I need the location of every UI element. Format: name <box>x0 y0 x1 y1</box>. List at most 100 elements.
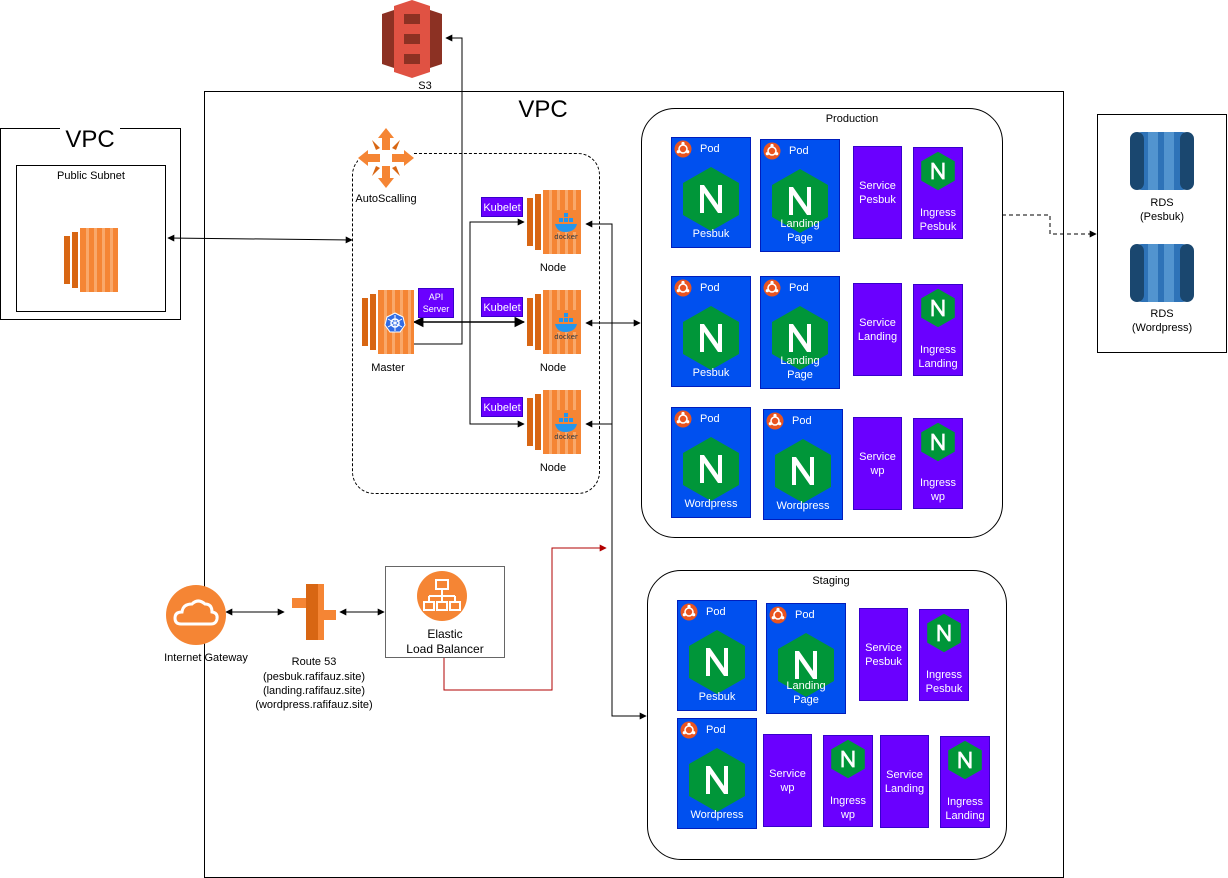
service-label-1: Service <box>859 179 896 192</box>
rds-pesbuk-icon <box>1128 126 1196 196</box>
service-label-2: Landing <box>857 330 898 343</box>
ingress-label-1: Ingress <box>919 477 957 489</box>
pod-name-line1: Landing <box>780 355 820 367</box>
prod-pod-wordpress-1: Pod Wordpress <box>671 407 751 518</box>
prod-ingress-wp: Ingress wp <box>913 418 963 509</box>
ingress-label-2: wp <box>930 491 946 503</box>
production-namespace <box>641 108 1003 538</box>
nginx-icon <box>681 166 741 232</box>
rds-pesbuk-line1: RDS <box>1150 197 1174 209</box>
nginx-icon <box>776 632 836 698</box>
public-subnet-label: Public Subnet <box>57 170 125 182</box>
svg-text:docker: docker <box>554 233 578 241</box>
pod-title: Pod <box>700 282 720 294</box>
pod-name-line1: Landing <box>780 218 820 230</box>
api-server-box: API Server <box>418 288 454 318</box>
node-1-label: Node <box>539 262 567 274</box>
autoscaling-group <box>352 153 600 494</box>
ec2-icon <box>64 226 118 294</box>
s3-label: S3 <box>418 80 432 92</box>
pod-name-line2: Page <box>787 232 813 244</box>
staging-title: Staging <box>812 575 850 587</box>
nginx-icon <box>920 288 956 328</box>
staging-namespace <box>647 570 1007 860</box>
service-label-1: Service <box>865 641 902 654</box>
nginx-icon <box>687 629 747 695</box>
ingress-label-2: Landing <box>945 810 985 822</box>
kubelet-3: Kubelet <box>481 397 523 417</box>
api-server-label: API Server <box>422 292 450 314</box>
pod-title: Pod <box>789 145 809 157</box>
ingress-label-1: Ingress <box>946 796 984 808</box>
route53-domain-3: (wordpress.rafifauz.site) <box>255 699 373 711</box>
nginx-icon <box>681 436 741 502</box>
pod-name: Pesbuk <box>692 367 730 379</box>
rds-pesbuk-line2: (Pesbuk) <box>1139 211 1185 223</box>
service-label-2: Landing <box>884 782 925 795</box>
pod-name-line2: Page <box>793 694 819 706</box>
pod-title: Pod <box>706 606 726 618</box>
service-label-1: Service <box>886 768 923 781</box>
nginx-icon <box>926 613 962 653</box>
nginx-icon <box>830 739 866 779</box>
ingress-label-2: Pesbuk <box>925 683 963 695</box>
service-label-2: wp <box>870 464 885 477</box>
pod-title: Pod <box>792 415 812 427</box>
pod-title: Pod <box>795 609 815 621</box>
ubuntu-icon <box>766 412 784 430</box>
pod-title: Pod <box>700 413 720 425</box>
rds-wordpress-line1: RDS <box>1150 308 1174 320</box>
nginx-icon <box>687 747 747 813</box>
internet-gateway-icon <box>165 584 227 646</box>
vpc-left-title: VPC <box>60 126 120 154</box>
autoscaling-label: AutoScalling <box>355 193 417 205</box>
ubuntu-icon <box>769 606 787 624</box>
kubelet-1: Kubelet <box>481 197 523 217</box>
prod-pod-pesbuk-1: Pod Pesbuk <box>671 137 751 248</box>
autoscaling-icon <box>358 128 414 188</box>
ingress-label-1: Ingress <box>829 795 867 807</box>
svg-text:docker: docker <box>554 333 578 341</box>
pod-name: Pesbuk <box>692 228 730 240</box>
service-label-1: Service <box>859 450 896 463</box>
kubernetes-icon <box>384 312 406 334</box>
nginx-icon <box>770 168 830 234</box>
ingress-label-2: Landing <box>918 358 958 370</box>
elb-label-2: Load Balancer <box>406 642 484 656</box>
ubuntu-icon <box>680 603 698 621</box>
ubuntu-icon <box>674 279 692 297</box>
pod-name: Wordpress <box>690 809 744 821</box>
production-title: Production <box>825 113 879 125</box>
master-label: Master <box>371 362 405 374</box>
nginx-icon <box>920 151 956 191</box>
route53-domain-1: (pesbuk.rafifauz.site) <box>262 671 366 683</box>
pod-name: Wordpress <box>776 500 830 512</box>
pod-title: Pod <box>700 143 720 155</box>
ubuntu-icon <box>763 279 781 297</box>
ingress-label: Ingress wp <box>824 794 872 822</box>
service-label-1: Service <box>859 316 896 329</box>
node-3-ec2-icon: docker <box>527 388 581 456</box>
node-2-ec2-icon: docker <box>527 288 581 356</box>
ingress-label-2: wp <box>840 809 856 821</box>
ingress-label-2: Pesbuk <box>919 221 957 233</box>
route53-label: Route 53 <box>291 656 337 668</box>
elb-icon <box>416 570 468 622</box>
ingress-label-1: Ingress <box>925 669 963 681</box>
ingress-label: Ingress wp <box>914 476 962 504</box>
